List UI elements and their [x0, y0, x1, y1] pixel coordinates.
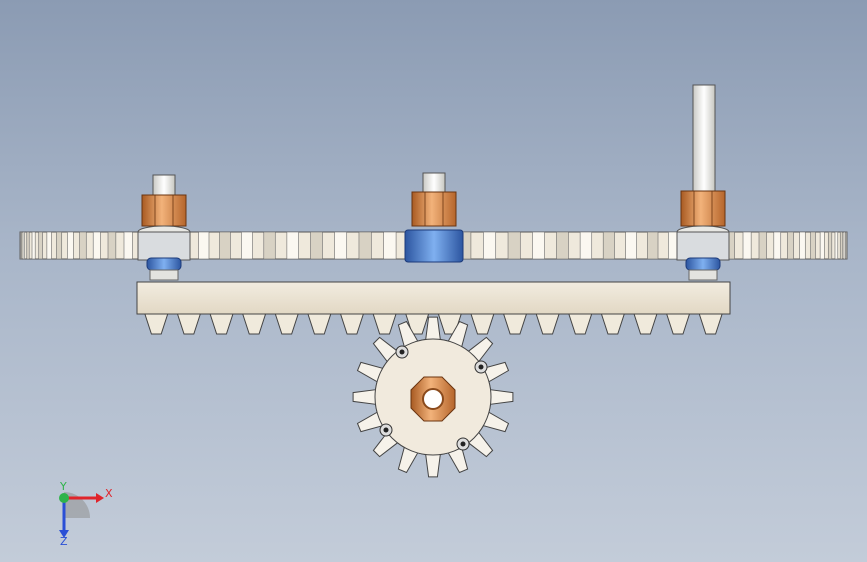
gear-tooth: [286, 231, 299, 260]
gear-tooth: [845, 231, 848, 260]
gear-tooth: [787, 231, 794, 260]
gear-tooth: [579, 231, 593, 260]
gear-tooth: [483, 231, 497, 260]
shaft-assembly-right[interactable]: [676, 84, 730, 281]
center-nut: [411, 191, 457, 227]
gear-tooth: [123, 231, 133, 260]
y-axis-label: Y: [59, 482, 67, 493]
gear-tooth: [358, 231, 372, 260]
gear-tooth: [92, 231, 101, 260]
gear-tooth: [819, 231, 825, 260]
gear-tooth: [26, 231, 30, 260]
left-bearing: [146, 257, 182, 271]
left-shaft: [152, 174, 176, 198]
gear-tooth: [22, 231, 26, 260]
pinion-gear[interactable]: [352, 316, 514, 478]
gear-tooth: [507, 231, 521, 260]
right-bearing: [685, 257, 721, 271]
z-arrow-icon: [59, 530, 69, 538]
gear-tooth: [834, 231, 839, 260]
shaft-assembly-left[interactable]: [137, 174, 191, 281]
gear-tooth: [198, 231, 210, 260]
right-nut: [680, 190, 726, 227]
left-nut: [141, 194, 187, 227]
gear-tooth: [647, 231, 659, 260]
gear-tooth: [79, 231, 87, 260]
gear-tooth: [602, 231, 615, 260]
gear-tooth: [107, 231, 117, 260]
y-axis-dot: [59, 493, 69, 503]
gear-tooth: [810, 231, 816, 260]
gear-tooth: [625, 231, 637, 260]
x-axis-label: X: [105, 487, 113, 500]
gear-tooth: [219, 231, 231, 260]
gear-tooth: [46, 231, 52, 260]
gear-tooth: [383, 231, 397, 260]
gear-tooth: [334, 231, 348, 260]
shaft-assembly-center[interactable]: [404, 172, 464, 263]
gear-tooth: [742, 231, 752, 260]
x-arrow-icon: [96, 493, 104, 503]
gear-tooth: [263, 231, 276, 260]
gear-tooth: [56, 231, 63, 260]
gear-tooth: [773, 231, 782, 260]
right-shaft: [692, 84, 716, 196]
rack-teeth: [140, 313, 727, 335]
gear-tooth: [758, 231, 767, 260]
center-bearing: [404, 229, 464, 263]
gear-tooth: [839, 231, 843, 260]
gear-tooth: [67, 231, 74, 260]
gear-tooth: [310, 231, 323, 260]
axis-triad: X Y Z: [59, 482, 113, 546]
gear-tooth: [532, 231, 545, 260]
z-axis-label: Z: [60, 535, 68, 546]
gear-tooth: [556, 231, 569, 260]
gear-tooth: [843, 231, 846, 260]
gear-tooth: [827, 231, 833, 260]
gear-tooth: [241, 231, 253, 260]
gear-tooth: [38, 231, 43, 260]
gear-tooth: [799, 231, 806, 260]
gear-tooth: [31, 231, 36, 260]
gear-tooth: [20, 231, 23, 260]
gear-rack[interactable]: [136, 281, 731, 335]
